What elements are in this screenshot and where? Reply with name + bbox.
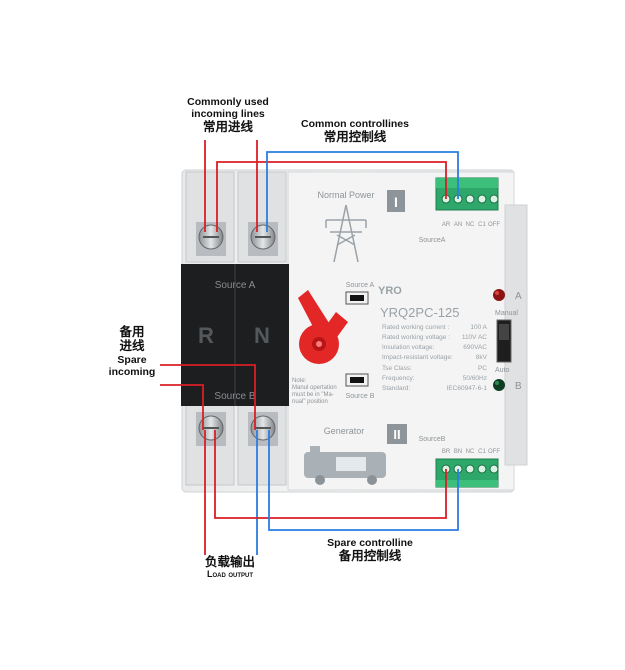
generator-text: Generator [324, 426, 365, 436]
auto-text: Auto [495, 367, 510, 374]
svg-text:Impact-resistant voltage:: Impact-resistant voltage: [382, 354, 453, 361]
svg-text:690VAC: 690VAC [463, 344, 487, 351]
spare-incoming-en-2: incoming [108, 365, 156, 378]
common-control-zh: 常用控制线 [323, 129, 387, 145]
spare-control-zh: 备用控制线 [338, 548, 402, 564]
normal-power-text: Normal Power [317, 190, 374, 200]
common-control-label: Common controllines 常用控制线 [290, 118, 420, 144]
svg-text:AN: AN [454, 222, 462, 228]
led-a [493, 289, 505, 301]
led-b [493, 379, 505, 391]
red-handle[interactable] [298, 290, 348, 364]
svg-text:Frequency:: Frequency: [382, 375, 415, 382]
source-b-indicator-label: Source B [346, 393, 375, 400]
common-incoming-zh: 常用进线 [202, 119, 253, 135]
spare-control-wires [214, 430, 459, 531]
svg-text:BR: BR [442, 449, 451, 455]
model-text: YRQ2PC-125 [380, 305, 459, 320]
led-a-label: A [515, 291, 522, 302]
note-line-4: nual" position [292, 399, 328, 405]
svg-text:BN: BN [454, 449, 462, 455]
spare-incoming-label: 备用 进线 Spare incoming [100, 324, 164, 378]
common-incoming-wires [204, 140, 258, 232]
load-output-zh: 负载输出 [204, 554, 255, 569]
note-line-1: Note: [292, 378, 307, 384]
common-control-en: Common controllines [301, 118, 409, 130]
svg-text:Rated working current :: Rated working current : [382, 324, 449, 331]
power-tower-icon [325, 204, 367, 263]
roman-2-text: II [393, 427, 400, 442]
spare-incoming-zh-1: 备用 [119, 324, 145, 339]
svg-text:IEC60947-6-1: IEC60947-6-1 [447, 385, 488, 392]
svg-text:110V AC: 110V AC [462, 334, 487, 341]
load-output-label: 负载输出 Load output [190, 554, 270, 580]
common-incoming-en-1: Commonly used [187, 96, 269, 108]
svg-text:Rated working voltage :: Rated working voltage : [382, 334, 450, 341]
spare-incoming-zh-2: 进线 [119, 338, 145, 354]
svg-text:Insulation voltage:: Insulation voltage: [382, 344, 435, 351]
top-terminal-screws [196, 222, 278, 256]
note-line-3: must be in "Ma- [292, 392, 334, 398]
source-a-small-text: SourceA [419, 237, 446, 244]
svg-text:OFF: OFF [488, 222, 500, 228]
common-incoming-en-2: incoming lines [191, 108, 265, 121]
spare-control-label: Spare controlline 备用控制线 [305, 537, 435, 563]
led-b-label: B [515, 381, 522, 392]
source-a-indicator-label: Source A [346, 282, 375, 289]
svg-text:8kV: 8kV [476, 354, 488, 361]
svg-text:C1: C1 [478, 222, 486, 228]
svg-text:Standard:: Standard: [382, 385, 410, 392]
pole-n-text: N [254, 323, 270, 348]
svg-text:100 A: 100 A [470, 324, 487, 331]
svg-text:PC: PC [478, 365, 487, 372]
svg-text:C1: C1 [478, 449, 486, 455]
svg-text:AR: AR [442, 222, 451, 228]
svg-text:OFF: OFF [488, 449, 500, 455]
manual-text: Manual [495, 310, 518, 317]
svg-text:NC: NC [466, 222, 475, 228]
source-a-text: Source A [215, 280, 256, 291]
spare-incoming-wires [160, 364, 256, 430]
spare-control-en: Spare controlline [327, 537, 413, 549]
spare-incoming-en-1: Spare [117, 353, 147, 366]
svg-text:NC: NC [466, 449, 475, 455]
terminal-b-labels: BR BN NC C1 OFF [442, 449, 501, 455]
spec-table: Rated working current : 100 A Rated worki… [382, 324, 488, 392]
common-control-wires [216, 151, 459, 232]
terminal-a-labels: AR AN NC C1 OFF [442, 222, 501, 228]
load-output-en: Load output [207, 569, 253, 580]
svg-text:Tse Class:: Tse Class: [382, 365, 412, 372]
pole-r-text: R [198, 323, 214, 348]
generator-icon [304, 446, 386, 485]
svg-text:50/60Hz: 50/60Hz [463, 375, 487, 382]
note-line-2: Manul opertation [292, 385, 337, 391]
brand-text: YRO [378, 285, 402, 297]
source-b-small-text: SourceB [419, 436, 446, 443]
source-b-text: Source B [214, 391, 255, 402]
common-incoming-label: Commonly used incoming lines 常用进线 [178, 96, 278, 135]
roman-1-text: I [394, 194, 398, 210]
